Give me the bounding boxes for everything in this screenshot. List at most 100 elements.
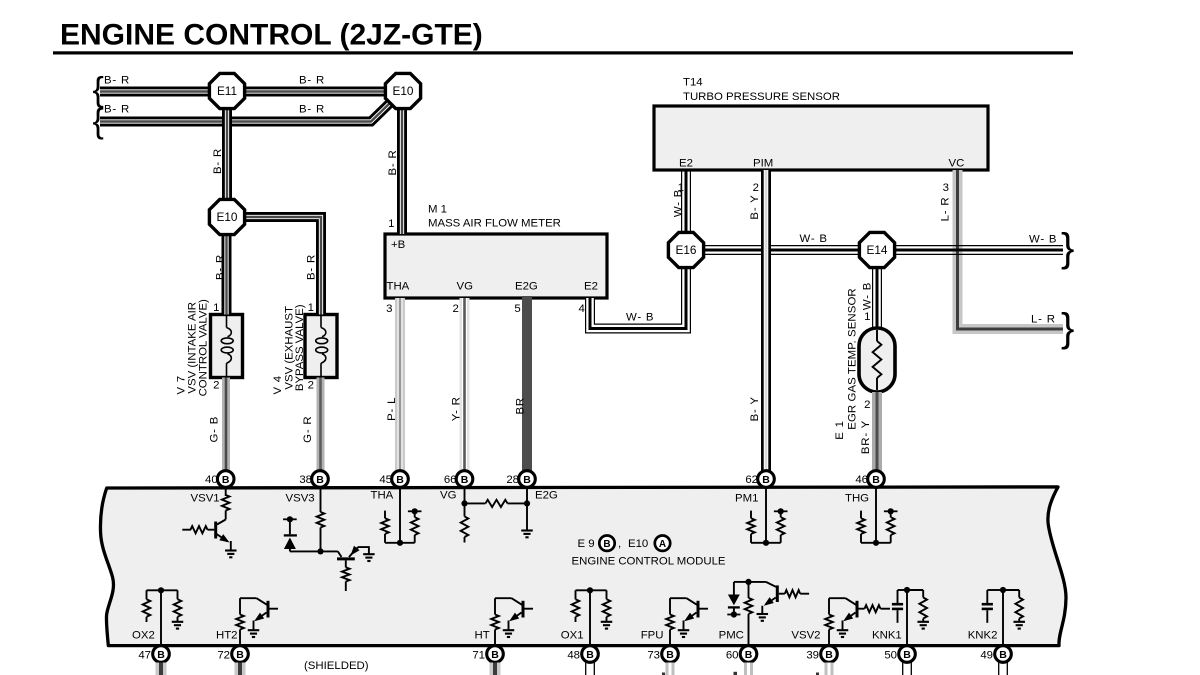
svg-text:B: B <box>762 474 770 486</box>
svg-text:VSV2: VSV2 <box>791 630 820 642</box>
svg-text:3: 3 <box>386 303 392 315</box>
svg-text:1: 1 <box>213 302 219 314</box>
svg-text:MASS AIR FLOW METER: MASS AIR FLOW METER <box>428 218 561 230</box>
svg-text:{: { <box>93 102 104 140</box>
svg-text:}: } <box>1061 306 1074 350</box>
svg-text:B: B <box>745 649 753 661</box>
svg-text:OX1: OX1 <box>561 630 584 642</box>
svg-text:G- R: G- R <box>302 416 314 443</box>
svg-text:B- Y: B- Y <box>749 194 761 219</box>
svg-text:B- R: B- R <box>387 150 399 176</box>
svg-text:E10: E10 <box>393 84 414 98</box>
svg-text:CONTROL VALVE): CONTROL VALVE) <box>198 299 210 396</box>
svg-text:{: { <box>93 71 104 109</box>
svg-text:1: 1 <box>308 302 314 314</box>
svg-text:B- R: B- R <box>212 148 224 174</box>
svg-text:B- R: B- R <box>214 254 226 280</box>
svg-text:ENGINE CONTROL (2JZ-GTE): ENGINE CONTROL (2JZ-GTE) <box>60 19 483 52</box>
svg-text:HT2: HT2 <box>216 630 238 642</box>
svg-text:45: 45 <box>379 474 392 486</box>
svg-text:46: 46 <box>855 474 868 486</box>
svg-text:B- R: B- R <box>104 104 130 116</box>
svg-text:E 9: E 9 <box>578 538 595 550</box>
svg-text:B: B <box>222 474 230 486</box>
svg-text:1: 1 <box>864 311 870 323</box>
svg-text:40: 40 <box>205 474 218 486</box>
svg-text:B: B <box>999 649 1007 661</box>
svg-text:5: 5 <box>514 303 520 315</box>
svg-text:T14: T14 <box>683 77 703 89</box>
svg-text:W- B: W- B <box>862 282 874 310</box>
svg-text:BR: BR <box>515 397 527 414</box>
svg-text:M 1: M 1 <box>428 204 447 216</box>
svg-text:38: 38 <box>299 474 312 486</box>
svg-text:PMC: PMC <box>719 630 744 642</box>
svg-text:2: 2 <box>213 380 219 392</box>
svg-text:E 1: E 1 <box>834 420 846 440</box>
svg-text:B: B <box>491 649 499 661</box>
svg-text:THG: THG <box>845 493 869 505</box>
svg-text:B: B <box>586 649 594 661</box>
svg-text:2: 2 <box>753 182 759 194</box>
svg-text:EGR GAS TEMP. SENSOR: EGR GAS TEMP. SENSOR <box>847 288 859 429</box>
svg-text:VSV (EXHAUST: VSV (EXHAUST <box>283 306 295 390</box>
svg-text:E2: E2 <box>679 158 693 170</box>
svg-text:VG: VG <box>457 281 474 293</box>
svg-text:E14: E14 <box>867 243 888 257</box>
svg-text:THA: THA <box>371 490 394 502</box>
svg-text:TURBO PRESSURE SENSOR: TURBO PRESSURE SENSOR <box>683 91 840 103</box>
svg-text:E2G: E2G <box>515 281 538 293</box>
svg-text:B: B <box>903 649 911 661</box>
svg-text:B: B <box>603 539 610 550</box>
svg-text:2: 2 <box>453 303 459 315</box>
svg-text:L- R: L- R <box>940 197 952 222</box>
svg-text:L- R: L- R <box>1031 314 1056 326</box>
svg-text:}: } <box>1061 226 1074 270</box>
svg-text:B: B <box>872 474 880 486</box>
svg-text:FPU: FPU <box>641 630 664 642</box>
svg-text:39: 39 <box>806 650 819 662</box>
svg-text:W- B: W- B <box>673 189 685 217</box>
svg-text:1: 1 <box>388 218 394 230</box>
svg-text:B: B <box>666 649 674 661</box>
svg-text:VSV (INTAKE AIR: VSV (INTAKE AIR <box>187 302 199 394</box>
svg-text:B: B <box>461 474 469 486</box>
svg-text:BYPASS VALVE): BYPASS VALVE) <box>294 304 306 391</box>
svg-text:VSV3: VSV3 <box>286 493 315 505</box>
svg-text:48: 48 <box>567 650 580 662</box>
svg-text:B: B <box>157 649 165 661</box>
svg-text:V 7: V 7 <box>175 375 187 395</box>
svg-text:W- B: W- B <box>626 312 654 324</box>
svg-text:47: 47 <box>138 650 151 662</box>
svg-text:BR- Y: BR- Y <box>860 420 872 454</box>
svg-text:28: 28 <box>506 474 519 486</box>
svg-text:KNK1: KNK1 <box>872 630 902 642</box>
svg-text:E11: E11 <box>217 84 237 98</box>
svg-text:73: 73 <box>647 650 660 662</box>
svg-text:Y- R: Y- R <box>450 396 462 421</box>
svg-text:PIM: PIM <box>753 158 773 170</box>
svg-text:4: 4 <box>579 303 585 315</box>
svg-text:G- B: G- B <box>209 416 221 443</box>
svg-text:VG: VG <box>440 490 457 502</box>
svg-text:+B: +B <box>391 239 405 251</box>
svg-text:B: B <box>825 649 833 661</box>
svg-text:P- L: P- L <box>386 397 398 421</box>
svg-text:B: B <box>236 649 244 661</box>
svg-text:E2G: E2G <box>535 490 558 502</box>
svg-text:THA: THA <box>387 281 410 293</box>
svg-text:B- R: B- R <box>104 75 130 87</box>
svg-text:B: B <box>523 474 531 486</box>
svg-text:71: 71 <box>472 650 485 662</box>
svg-text:49: 49 <box>980 650 993 662</box>
svg-text:W- B: W- B <box>800 233 828 245</box>
svg-text:KNK2: KNK2 <box>968 630 998 642</box>
svg-text:60: 60 <box>726 650 739 662</box>
svg-text:ENGINE CONTROL MODULE: ENGINE CONTROL MODULE <box>572 556 726 568</box>
svg-text:E16: E16 <box>676 243 697 257</box>
svg-text:3: 3 <box>943 182 949 194</box>
svg-text:HT: HT <box>475 630 490 642</box>
svg-text:2: 2 <box>308 380 314 392</box>
svg-text:(SHIELDED): (SHIELDED) <box>304 660 369 672</box>
svg-text:OX2: OX2 <box>132 630 155 642</box>
